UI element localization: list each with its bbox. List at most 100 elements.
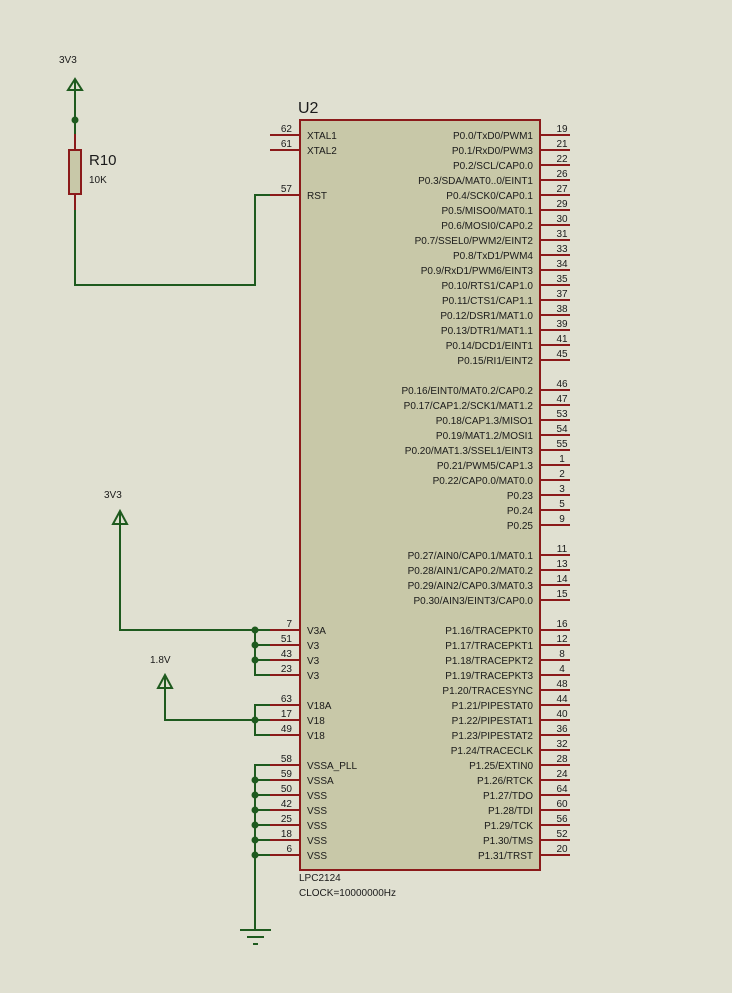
pin-name: VSS xyxy=(307,851,327,862)
resistor-r10[interactable]: R10 10K xyxy=(68,134,117,210)
pin-name: P1.31/TRST xyxy=(478,851,533,862)
pin-name: RST xyxy=(307,191,327,202)
power-terminal-3v3-top[interactable]: 3V3 xyxy=(59,55,84,140)
pin-number: 47 xyxy=(556,394,568,405)
pin-number: 33 xyxy=(556,244,568,255)
chip-part: LPC2124 xyxy=(299,873,341,884)
pin-number: 43 xyxy=(281,649,293,660)
pin-right[interactable]: 8P1.18/TRACEPKT2 xyxy=(445,649,570,667)
pin-number: 53 xyxy=(556,409,568,420)
pin-number: 58 xyxy=(281,754,293,765)
pin-right[interactable]: 2P0.22/CAP0.0/MAT0.0 xyxy=(433,469,570,487)
pin-number: 32 xyxy=(556,739,568,750)
pin-right[interactable]: 9P0.25 xyxy=(507,514,570,532)
pin-right[interactable]: 1P0.21/PWM5/CAP1.3 xyxy=(437,454,570,472)
pin-number: 7 xyxy=(286,619,292,630)
power-terminal-1v8[interactable]: 1.8V xyxy=(150,655,174,689)
pin-name: P0.29/AIN2/CAP0.3/MAT0.3 xyxy=(408,581,534,592)
pin-number: 59 xyxy=(281,769,293,780)
pin-number: 14 xyxy=(556,574,568,585)
power-terminal-3v3[interactable]: 3V3 xyxy=(104,490,129,525)
pin-name: P1.29/TCK xyxy=(484,821,533,832)
pin-name: P1.21/PIPESTAT0 xyxy=(452,701,534,712)
chip-u2[interactable]: U2 62XTAL161XTAL257RST7V3A51V343V323V363… xyxy=(270,100,570,899)
junction-dot xyxy=(251,716,259,724)
pin-name: P0.6/MOSI0/CAP0.2 xyxy=(441,221,533,232)
pin-name: P1.30/TMS xyxy=(483,836,533,847)
pin-number: 40 xyxy=(556,709,568,720)
pin-right[interactable]: 3P0.23 xyxy=(507,484,570,502)
pin-name: P0.10/RTS1/CAP1.0 xyxy=(441,281,533,292)
pin-right[interactable]: 5P0.24 xyxy=(507,499,570,517)
ground-symbol-icon[interactable] xyxy=(240,929,271,945)
pin-name: P1.20/TRACESYNC xyxy=(442,686,533,697)
pin-number: 46 xyxy=(556,379,568,390)
pin-name: P0.3/SDA/MAT0..0/EINT1 xyxy=(418,176,533,187)
pin-number: 36 xyxy=(556,724,568,735)
pin-name: P1.18/TRACEPKT2 xyxy=(445,656,533,667)
pin-name: P0.19/MAT1.2/MOSI1 xyxy=(436,431,534,442)
junction-dot xyxy=(251,626,259,634)
pin-name: P0.22/CAP0.0/MAT0.0 xyxy=(433,476,534,487)
pin-right[interactable]: 4P1.19/TRACEPKT3 xyxy=(445,664,570,682)
pin-name: XTAL2 xyxy=(307,146,337,157)
pin-name: P0.13/DTR1/MAT1.1 xyxy=(441,326,534,337)
